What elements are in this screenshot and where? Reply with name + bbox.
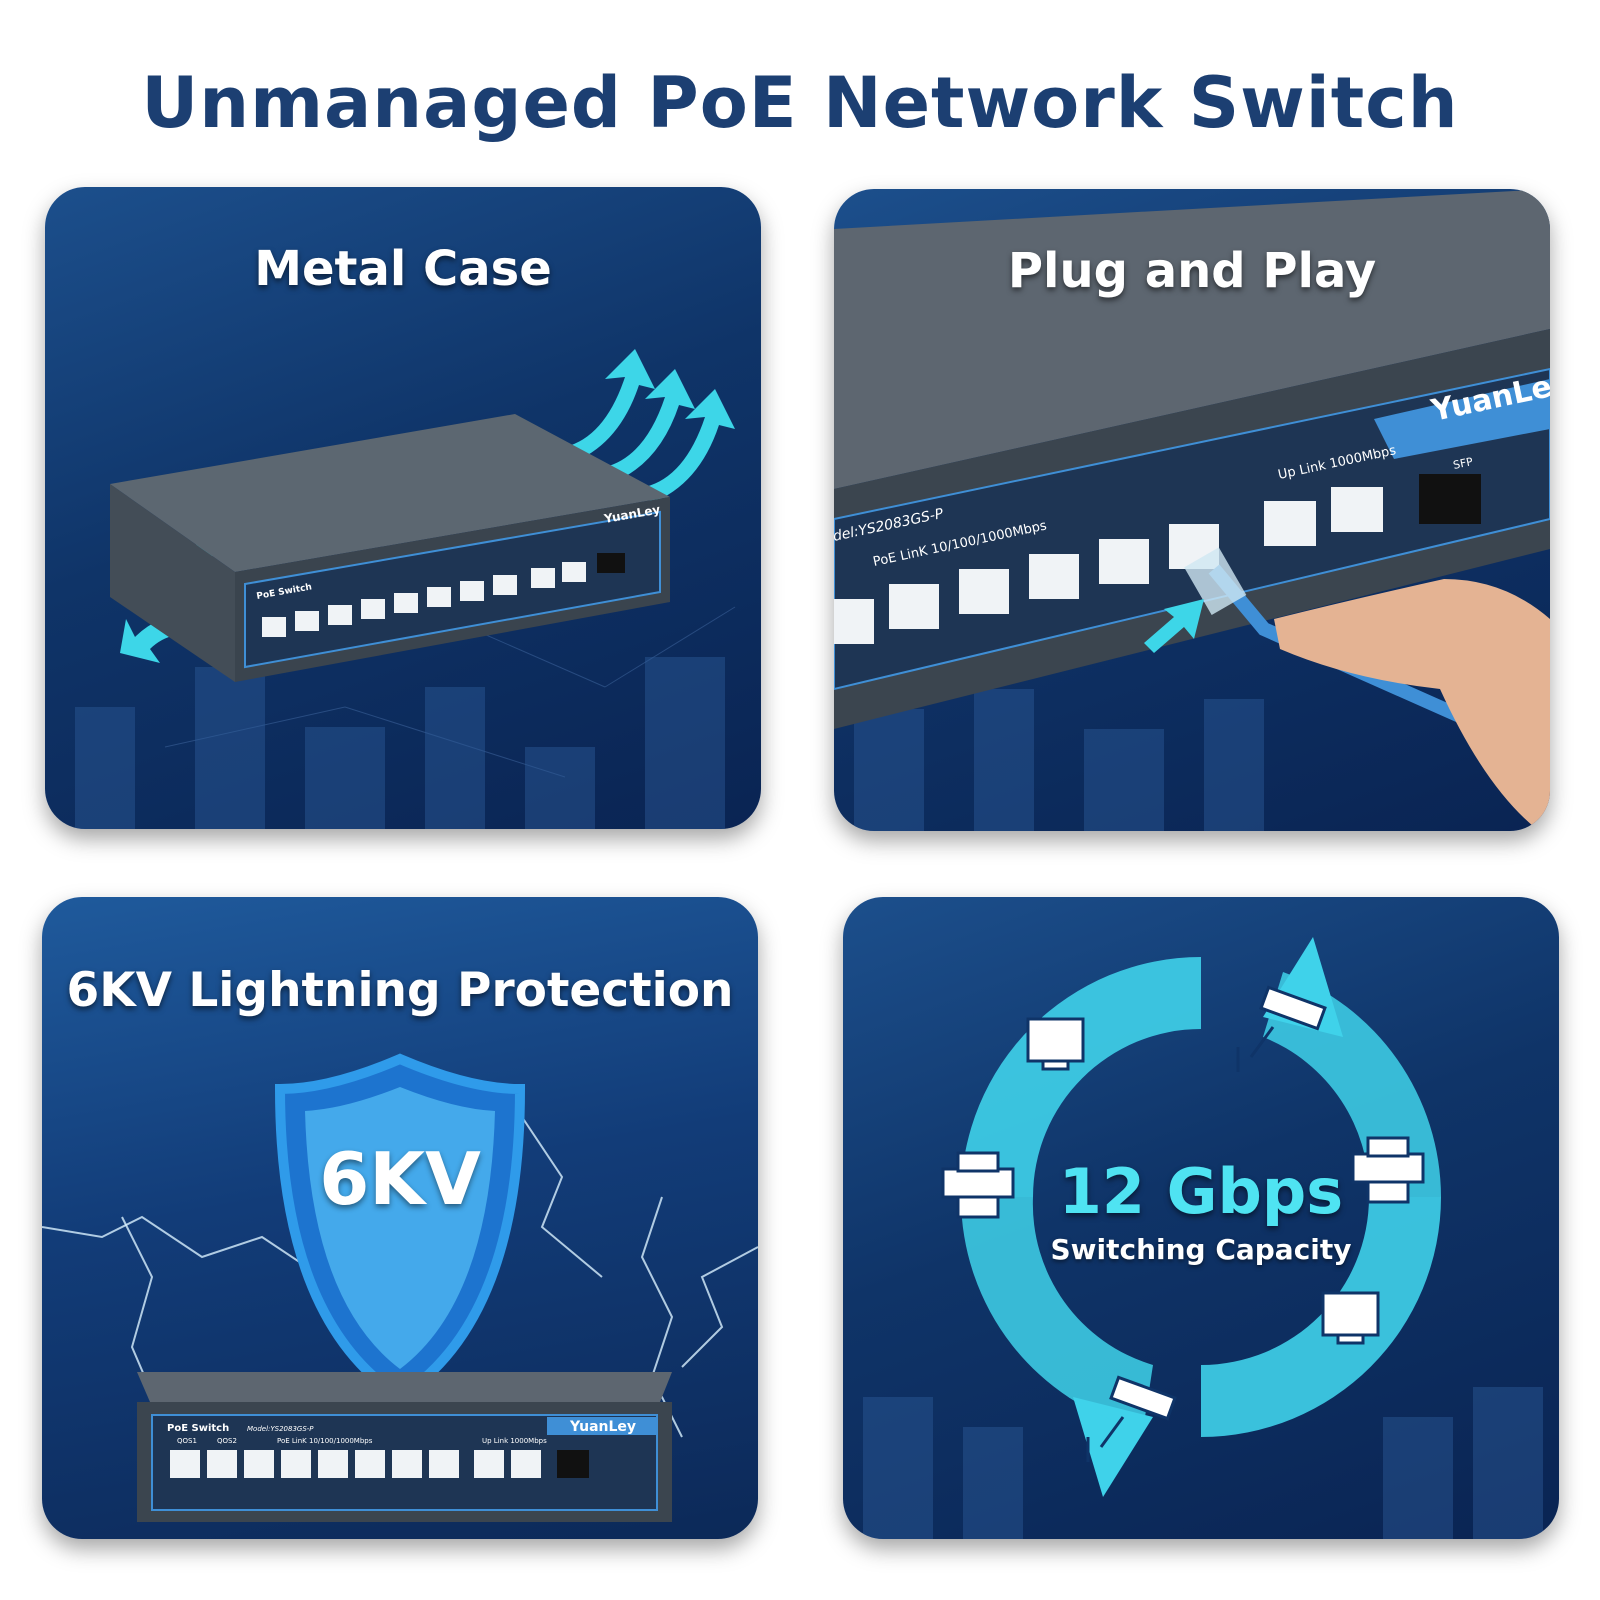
metal-case-illustration: PoE Switch YuanLey (110, 349, 735, 682)
lightning-protection-title: 6KV Lightning Protection (66, 963, 734, 1018)
city-network-background (75, 566, 736, 829)
cctv-camera-icon (1236, 985, 1327, 1072)
lightning-protection-panel: 6KV Lightning Protection YuanLey PoE Swi… (42, 897, 758, 1539)
poe-switch-device: PoE Switch YuanLey (110, 414, 670, 682)
product-label: PoE Switch (167, 1423, 229, 1434)
plug-and-play-title: Plug and Play (1007, 243, 1377, 299)
ethernet-cable-icon (1184, 547, 1537, 756)
city-network-background (863, 1387, 1543, 1539)
qos2-label: QOS2 (217, 1437, 237, 1445)
shield-icon: YuanLey PoE Switch Model:YS2083GS-P QOS1… (137, 1053, 672, 1522)
switching-speed-value: 12 Gbps (1058, 1155, 1344, 1228)
monitor-icon (1321, 1291, 1380, 1345)
metal-case-panel: Metal Case PoE (45, 187, 761, 829)
shield-6kv-text: 6KV (319, 1137, 481, 1221)
switching-capacity-panel: 12 Gbps Switching Capacity (843, 897, 1559, 1539)
sfp-label: SFP (1452, 455, 1475, 472)
plug-and-play-panel: YuanLey del:YS2083GS-P PoE LinK 10/100/1… (834, 189, 1550, 831)
airflow-arrow-icon (565, 349, 735, 503)
city-network-background (854, 689, 1264, 831)
cycle-arrow-icon (941, 937, 1441, 1497)
printer-icon (941, 1151, 1015, 1219)
monitor-icon (1026, 1017, 1085, 1071)
poe-link-label: PoE LinK 10/100/1000Mbps (277, 1437, 373, 1445)
switching-capacity-label: Switching Capacity (1050, 1233, 1352, 1266)
page-title: Unmanaged PoE Network Switch (141, 62, 1459, 144)
uplink-label: Up Link 1000Mbps (482, 1437, 547, 1445)
plug-and-play-illustration: YuanLey del:YS2083GS-P PoE LinK 10/100/1… (834, 189, 1550, 831)
metal-case-title: Metal Case (254, 241, 552, 297)
brand-logo-text: YuanLey (569, 1419, 636, 1435)
qos1-label: QOS1 (177, 1437, 197, 1445)
cctv-camera-icon (1086, 1375, 1177, 1462)
model-number: Model:YS2083GS-P (247, 1425, 314, 1433)
printer-icon (1351, 1136, 1425, 1204)
